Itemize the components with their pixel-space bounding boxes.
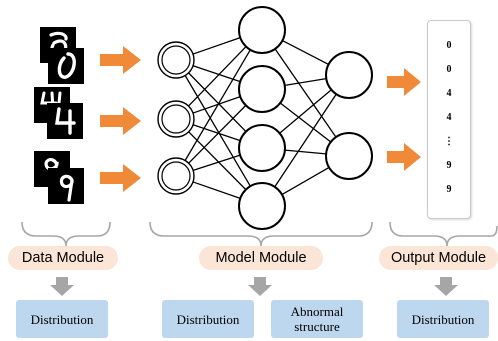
input-node-3 (157, 157, 195, 195)
digit-image-4b (47, 103, 83, 139)
output-value-7: 9 (446, 184, 452, 195)
model-down-arrow (248, 277, 272, 296)
input-hidden-edge-1-4 (184, 75, 251, 187)
output-module-label: Output Module (379, 246, 498, 270)
model-distribution-box: Distribution (162, 300, 254, 338)
hidden-node-2 (238, 65, 286, 113)
output-value-3: 4 (446, 88, 452, 99)
input-hidden-edge-1-1 (192, 36, 241, 55)
input-hidden-edge-3-4 (192, 181, 241, 200)
output-arrows (387, 68, 421, 171)
input-hidden-edge-2-2 (192, 95, 241, 114)
input-hidden-edge-2-3 (192, 124, 241, 142)
hidden-output-edge-2-1 (284, 78, 327, 86)
hidden-output-edge-4-1 (274, 93, 337, 188)
input-hidden-edge-3-2 (188, 104, 247, 164)
hidden-node-3 (238, 124, 286, 172)
output-arrow-2 (387, 143, 421, 171)
network-connections (184, 36, 337, 200)
input-arrow-2 (100, 107, 141, 135)
output-node-2 (325, 132, 373, 180)
output-value-2: 0 (446, 64, 452, 75)
data-distribution-box: Distribution (16, 300, 108, 338)
input-node-2 (157, 100, 195, 138)
input-hidden-edge-3-3 (192, 154, 241, 172)
hidden-layer (238, 6, 286, 230)
output-value-4: 4 (446, 112, 452, 123)
hidden-output-edge-1-2 (274, 48, 337, 138)
output-column: 0 0 4 4 ⋮ 9 9 (427, 20, 471, 219)
output-node-1 (325, 51, 373, 99)
output-distribution-box: Distribution (397, 300, 489, 338)
down-arrows (50, 277, 458, 296)
hidden-output-edge-3-1 (279, 89, 332, 134)
input-arrow-3 (100, 164, 141, 192)
hidden-node-1 (238, 6, 286, 54)
output-layer (325, 51, 373, 180)
model-abnormal-structure-box: Abnormal structure (271, 300, 363, 338)
input-hidden-edge-2-1 (188, 46, 247, 107)
output-arrow-1 (387, 68, 421, 96)
output-value-5: ⋮ (444, 136, 454, 147)
output-down-arrow (434, 277, 458, 296)
output-brace (389, 221, 498, 247)
output-value-6: 9 (446, 160, 452, 171)
input-layer (157, 41, 195, 195)
hidden-output-edge-3-2 (284, 149, 327, 155)
data-module-label: Data Module (8, 246, 118, 270)
input-arrows (100, 46, 141, 192)
digit-image-9b (48, 168, 84, 204)
hidden-output-edge-2-2 (279, 102, 332, 143)
input-hidden-edge-2-4 (188, 131, 247, 191)
data-down-arrow (50, 277, 74, 296)
output-value-1: 0 (446, 40, 452, 51)
hidden-node-4 (238, 182, 286, 230)
model-module-label: Model Module (199, 246, 323, 270)
hidden-output-edge-1-1 (282, 39, 329, 66)
data-brace (21, 221, 111, 247)
input-arrow-1 (100, 46, 141, 74)
input-node-1 (157, 41, 195, 79)
input-hidden-edge-1-2 (192, 65, 241, 83)
input-hidden-edge-3-1 (184, 49, 251, 161)
hidden-output-edge-4-2 (281, 166, 330, 196)
digit-image-0b (48, 48, 84, 84)
input-hidden-edge-1-3 (188, 72, 247, 133)
